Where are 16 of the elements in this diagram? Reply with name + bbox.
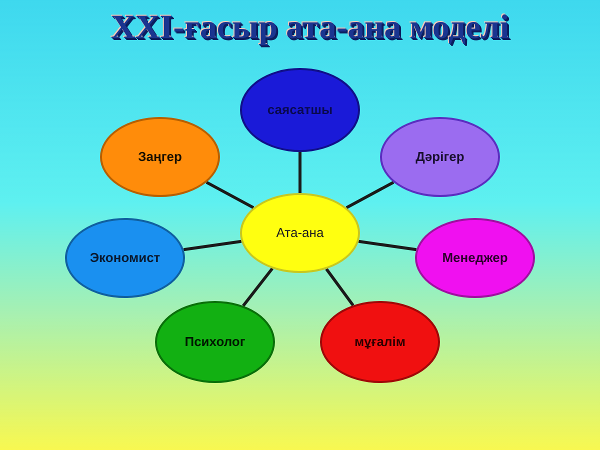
node-label: Заңгер xyxy=(138,148,182,166)
title: XXI-ғасыр ата-ана моделі xyxy=(110,8,510,48)
connector-line xyxy=(358,240,417,252)
node-label: саясатшы xyxy=(267,101,333,120)
connector-line xyxy=(346,180,394,210)
node-label: мұғалім xyxy=(354,333,406,352)
node-label: Психолог xyxy=(184,333,246,352)
connector-line xyxy=(242,268,274,307)
node-label: Менеджер xyxy=(442,249,508,268)
node-label: Экономист xyxy=(90,249,160,268)
node-label: Ата-ана xyxy=(276,224,324,242)
connector-line xyxy=(183,240,242,252)
connector-line xyxy=(298,152,302,193)
connector-line xyxy=(206,180,254,210)
node-label: Дәрігер xyxy=(416,148,464,166)
connector-line xyxy=(325,268,354,306)
